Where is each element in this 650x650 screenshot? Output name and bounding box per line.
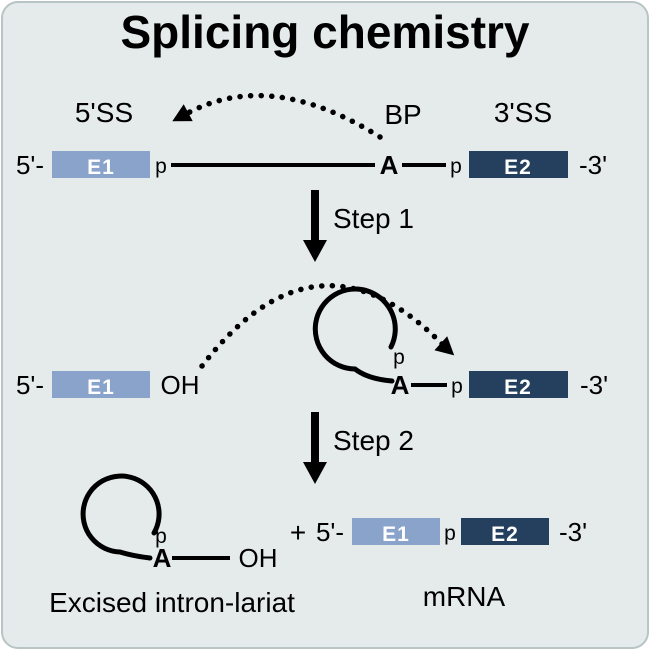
exon2-box-premrna	[469, 151, 568, 178]
diagram-title: Splicing chemistry	[120, 6, 529, 58]
three-prime-end: -3'	[559, 517, 587, 547]
exon1-label: E1	[382, 523, 410, 546]
label-3ss: 3'SS	[494, 97, 552, 128]
label-5ss: 5'SS	[75, 97, 133, 128]
five-prime-end: 5'-	[16, 370, 44, 400]
exon1-box-intermediate	[52, 371, 150, 398]
branchpoint-adenosine: A	[153, 543, 172, 573]
label-bp: BP	[384, 99, 421, 130]
lariat-oh-group: OH	[239, 543, 278, 573]
pre-mrna-row: 5'SS BP 3'SS 5'- E1 p A p E2 -3'	[16, 97, 607, 180]
junction-phosphate: p	[444, 522, 456, 545]
exon2-label: E2	[504, 376, 532, 399]
exon2-box-mrna	[461, 518, 549, 545]
step1-label: Step 1	[333, 203, 414, 234]
lariat-phosphate: p	[393, 346, 405, 369]
branchpoint-adenosine: A	[391, 370, 410, 400]
exon1-label: E1	[87, 376, 115, 399]
exon1-attack-arrow	[199, 282, 449, 369]
step2-label: Step 2	[333, 425, 414, 456]
products-row: p A OH Excised intron-lariat + 5'- E1 p …	[49, 517, 587, 618]
plus-sign: +	[290, 517, 306, 548]
branchpoint-attack-arrow	[183, 92, 383, 140]
intermediate-row: 5'- E1 OH p A p E2 -3'	[16, 346, 608, 400]
phosphate-3ss: p	[451, 375, 463, 398]
phosphate-3ss: p	[450, 155, 462, 178]
three-prime-end: -3'	[579, 150, 607, 180]
lariat-phosphate: p	[155, 525, 167, 548]
step2-arrowhead	[303, 462, 327, 484]
lariat-loop-product	[80, 473, 162, 561]
branchpoint-attack-arrowhead	[172, 104, 193, 122]
five-prime-end: 5'-	[16, 150, 44, 180]
exon1-box-premrna	[52, 151, 150, 178]
free-oh-group: OH	[161, 370, 200, 400]
five-prime-end: 5'-	[316, 517, 344, 547]
exon1-label: E1	[87, 156, 115, 179]
exon1-box-mrna	[352, 518, 440, 545]
lariat-loop-intermediate	[312, 286, 398, 384]
exon2-label: E2	[491, 523, 519, 546]
exon1-attack-arrowhead	[434, 336, 455, 356]
lariat-caption: Excised intron-lariat	[49, 587, 295, 618]
step1-arrowhead	[303, 240, 327, 262]
line-art	[80, 92, 449, 561]
phosphate-5ss: p	[155, 155, 167, 178]
branchpoint-adenosine: A	[380, 150, 399, 180]
arrowheads	[172, 104, 455, 484]
exon2-box-intermediate	[469, 371, 568, 398]
mrna-caption: mRNA	[423, 581, 506, 612]
exon-boxes	[52, 151, 568, 545]
three-prime-end: -3'	[580, 370, 608, 400]
exon2-label: E2	[504, 156, 532, 179]
